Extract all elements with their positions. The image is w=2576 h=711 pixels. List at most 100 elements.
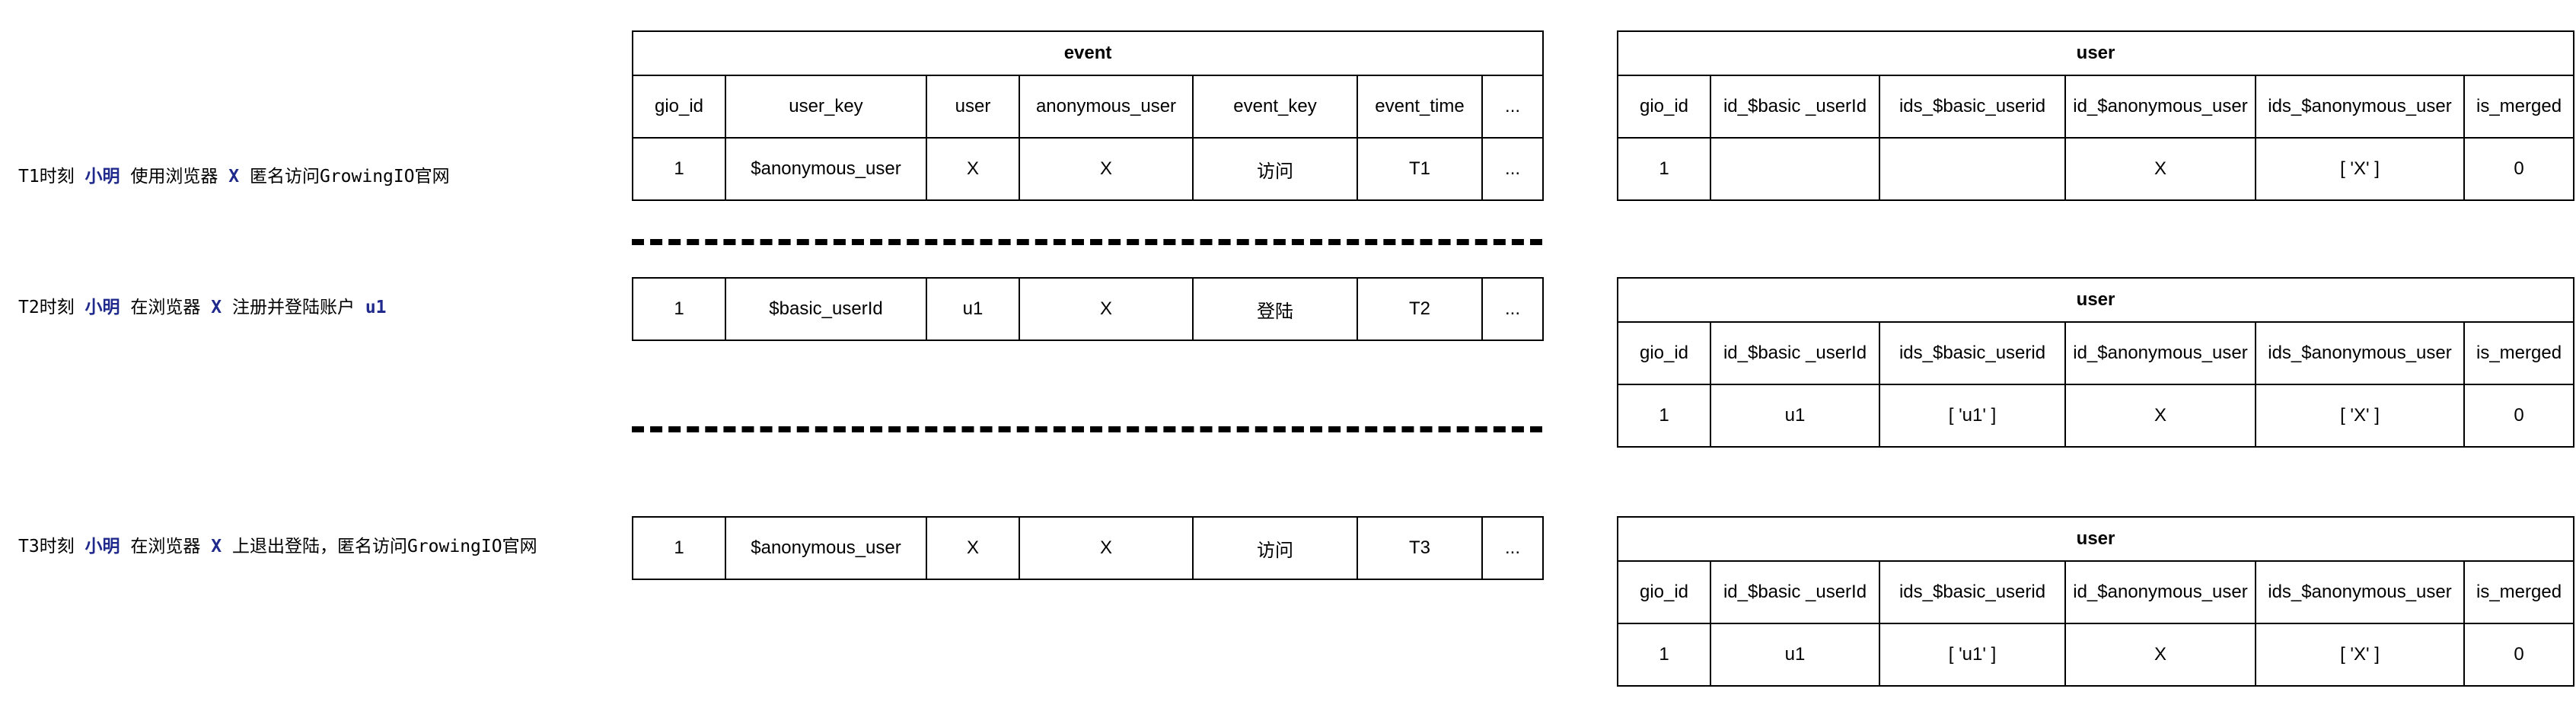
table-cell: X	[1019, 277, 1194, 341]
table-cell: [ 'X' ]	[2255, 137, 2465, 201]
table-cell: ...	[1481, 277, 1544, 341]
caption-account: u1	[365, 298, 387, 317]
column-header: id_$anonymous_user	[2064, 75, 2256, 139]
caption-person: 小明	[84, 537, 120, 556]
table-cell: 1	[1617, 137, 1711, 201]
table-cell: 0	[2463, 137, 2575, 201]
column-header: gio_id	[1617, 321, 1711, 385]
table-cell: X	[2064, 384, 2256, 448]
table-cell: 1	[632, 516, 726, 580]
column-header: ids_$anonymous_user	[2255, 321, 2465, 385]
column-header: is_merged	[2463, 75, 2575, 139]
table-row: 1 $anonymous_user X X 访问 T1 ...	[632, 137, 1545, 201]
column-header: gio_id	[1617, 560, 1711, 624]
table-row: 1 u1 [ 'u1' ] X [ 'X' ] 0	[1617, 623, 2575, 687]
user-table-title: user	[1616, 277, 2575, 323]
table-cell: X	[926, 137, 1020, 201]
column-header: id_$anonymous_user	[2064, 321, 2256, 385]
table-cell: 0	[2463, 384, 2575, 448]
table-cell: X	[2064, 623, 2256, 687]
column-header: user	[926, 75, 1020, 139]
column-header: gio_id	[1617, 75, 1711, 139]
column-header: is_merged	[2463, 321, 2575, 385]
table-cell: $anonymous_user	[725, 137, 927, 201]
column-header: is_merged	[2463, 560, 2575, 624]
table-cell: [ 'u1' ]	[1879, 623, 2066, 687]
table-cell: T1	[1357, 137, 1483, 201]
caption-time: T2时刻	[18, 298, 85, 317]
user-header-row: gio_id id_$basic _userId ids_$basic_user…	[1617, 75, 2575, 139]
column-header: user_key	[725, 75, 927, 139]
table-row: 1 X [ 'X' ] 0	[1617, 137, 2575, 201]
table-cell: u1	[926, 277, 1020, 341]
user-table-title: user	[1616, 30, 2575, 76]
table-row: 1 $anonymous_user X X 访问 T3 ...	[632, 516, 1544, 580]
table-cell: [ 'u1' ]	[1879, 384, 2066, 448]
table-cell: $basic_userId	[725, 277, 927, 341]
column-header: id_$anonymous_user	[2064, 560, 2256, 624]
column-header: id_$basic _userId	[1710, 321, 1880, 385]
user-header-row: gio_id id_$basic _userId ids_$basic_user…	[1617, 560, 2575, 624]
table-cell: u1	[1710, 384, 1880, 448]
table-cell	[1710, 137, 1880, 201]
table-cell: 0	[2463, 623, 2575, 687]
column-header: ids_$anonymous_user	[2255, 560, 2465, 624]
table-cell: 访问	[1192, 516, 1358, 580]
table-cell: T3	[1357, 516, 1483, 580]
table-cell: 登陆	[1192, 277, 1358, 341]
caption-person: 小明	[84, 167, 120, 187]
caption-text: 注册并登陆账户	[222, 298, 365, 317]
caption-text: 上退出登陆，匿名访问GrowingIO官网	[222, 537, 537, 556]
user-table-t1: user gio_id id_$basic _userId ids_$basic…	[1616, 30, 2575, 201]
table-cell: 访问	[1192, 137, 1358, 201]
column-header: event_key	[1192, 75, 1358, 139]
table-cell: ...	[1481, 137, 1545, 201]
column-header: gio_id	[632, 75, 726, 139]
caption-browser: X	[228, 167, 240, 187]
table-cell: 1	[1617, 384, 1711, 448]
table-cell: 1	[632, 137, 726, 201]
column-header: anonymous_user	[1019, 75, 1194, 139]
user-table-title: user	[1616, 516, 2575, 562]
caption-person: 小明	[84, 298, 120, 317]
caption-text: 使用浏览器	[120, 167, 229, 187]
caption-text: 在浏览器	[120, 298, 212, 317]
column-header: id_$basic _userId	[1710, 560, 1880, 624]
table-row: 1 $basic_userId u1 X 登陆 T2 ...	[632, 277, 1544, 341]
event-table-title: event	[631, 30, 1545, 76]
caption-t2: T2时刻 小明 在浏览器 X 注册并登陆账户 u1	[18, 296, 387, 319]
table-cell: X	[1019, 516, 1194, 580]
table-cell	[1879, 137, 2066, 201]
column-header: ids_$basic_userid	[1879, 560, 2066, 624]
column-header: ...	[1481, 75, 1545, 139]
table-cell: X	[1019, 137, 1194, 201]
column-header: ids_$basic_userid	[1879, 321, 2066, 385]
event-row-t3: 1 $anonymous_user X X 访问 T3 ...	[632, 516, 1544, 580]
caption-time: T3时刻	[18, 537, 85, 556]
user-header-row: gio_id id_$basic _userId ids_$basic_user…	[1617, 321, 2575, 385]
table-cell: [ 'X' ]	[2255, 623, 2465, 687]
dashed-separator	[632, 426, 1542, 432]
table-cell: $anonymous_user	[725, 516, 927, 580]
user-table-t3: user gio_id id_$basic _userId ids_$basic…	[1616, 516, 2575, 687]
column-header: ids_$anonymous_user	[2255, 75, 2465, 139]
event-header-row: gio_id user_key user anonymous_user even…	[632, 75, 1545, 139]
caption-time: T1时刻	[18, 167, 85, 187]
caption-browser: X	[211, 537, 222, 556]
table-cell: X	[2064, 137, 2256, 201]
dashed-separator	[632, 239, 1542, 245]
caption-text: 在浏览器	[120, 537, 212, 556]
table-cell: [ 'X' ]	[2255, 384, 2465, 448]
caption-t1: T1时刻 小明 使用浏览器 X 匿名访问GrowingIO官网	[18, 165, 450, 188]
table-cell: 1	[1617, 623, 1711, 687]
table-cell: T2	[1357, 277, 1483, 341]
caption-t3: T3时刻 小明 在浏览器 X 上退出登陆，匿名访问GrowingIO官网	[18, 535, 537, 558]
column-header: ids_$basic_userid	[1879, 75, 2066, 139]
table-cell: 1	[632, 277, 726, 341]
column-header: id_$basic _userId	[1710, 75, 1880, 139]
table-cell: u1	[1710, 623, 1880, 687]
column-header: event_time	[1357, 75, 1483, 139]
caption-browser: X	[211, 298, 222, 317]
event-table: event gio_id user_key user anonymous_use…	[631, 30, 1545, 201]
caption-text: 匿名访问GrowingIO官网	[239, 167, 450, 187]
